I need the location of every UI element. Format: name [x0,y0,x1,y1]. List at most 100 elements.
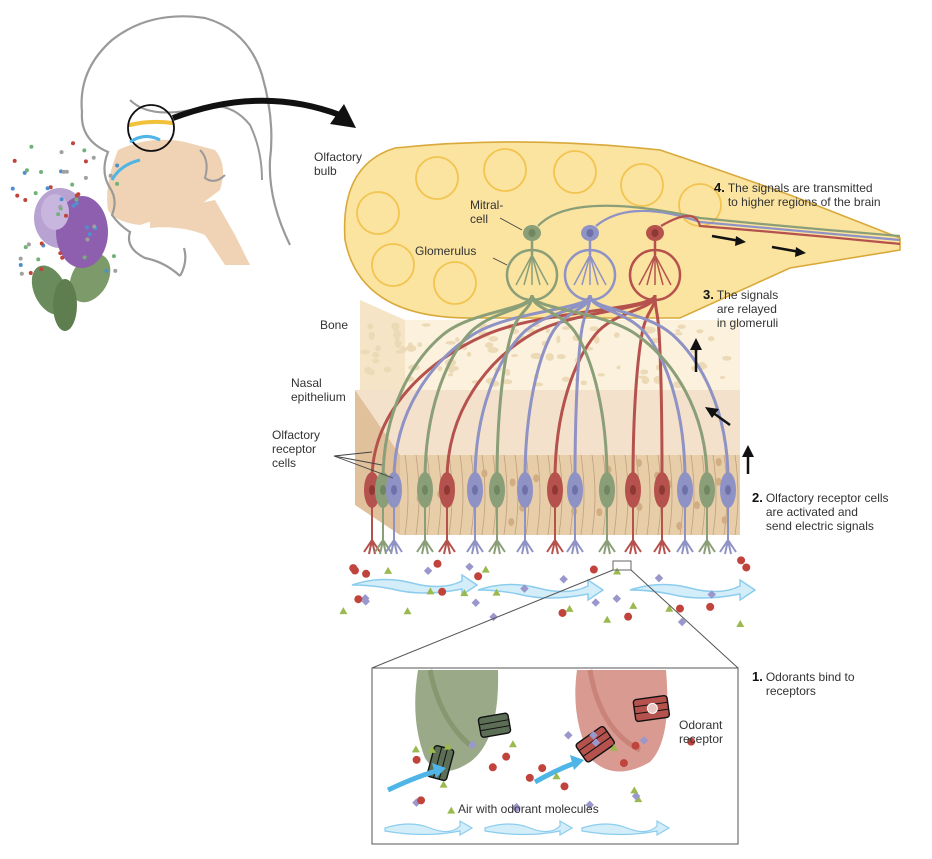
scent-particle [85,237,90,242]
bone-spot [504,368,511,376]
inset-odorant-red [687,737,696,746]
receptor-cilia [516,505,534,555]
odorant-purple [465,562,474,572]
inset-odorant-red [538,764,547,773]
signal-arrows [690,234,806,474]
bone-spot [580,380,587,386]
mitral-cell-nucleus [651,229,659,237]
inset-odorant-green [552,772,561,780]
dendrite [523,254,533,286]
receptor-cilia [653,505,671,555]
receptor-cell-nucleus [604,485,610,495]
step-3-number: 3. [703,287,714,302]
step-4-number: 4. [714,180,725,195]
receptor-cilia [385,505,403,555]
scent-particle [91,155,96,160]
bone-spot [545,353,554,361]
step-2-text: Olfactory receptor cells are activated a… [765,491,889,533]
scent-particle [39,267,44,272]
bone-spot [408,342,413,347]
receptor-cilia [488,505,506,555]
bone-spot [449,365,459,371]
support-cell-nucleus [635,458,642,467]
dendrite [638,254,656,286]
support-cell-nucleus [636,503,643,512]
scent-particle [18,256,23,261]
receptor-cell-nucleus [725,485,731,495]
mitral-cell-nucleus [528,229,536,237]
scent-particle [113,268,118,273]
axon [588,294,730,481]
bone-spot [545,327,550,334]
glomerulus-background-circle [483,148,527,192]
odorant-molecules [339,556,751,627]
axon [553,294,657,481]
step-4-text: The signals are transmitted to higher re… [727,181,881,209]
inset-odorant-purple [564,731,573,740]
odorant-purple [612,594,622,603]
scent-particle [26,242,31,247]
scent-particles [10,141,120,276]
receptor-cell-nucleus [444,485,450,495]
odorant-purple [361,597,370,606]
bone-spot [641,376,650,385]
dendrite [589,254,607,286]
air-flow-arrow [629,578,757,602]
bone-spot [395,350,403,354]
arrow-right-1 [711,234,741,243]
odorant-green [492,588,501,596]
scent-particle [23,197,28,202]
scent-particle [39,169,44,174]
glomerulus-background-circle [415,156,459,200]
odorant-purple [559,574,568,584]
olfactory-bulb [343,141,901,319]
receptor-cilia [566,505,584,555]
receptor-cell-nucleus [659,485,665,495]
odorant-red [349,564,358,573]
scent-particle [63,213,68,218]
support-cell-fiber [503,454,508,536]
odorant-green [665,604,674,612]
axon [530,294,709,481]
mitral-axon [537,204,901,238]
label-air-with-odorant: Air with odorant molecules [458,802,599,816]
bone-spot [707,336,715,342]
receptor-cell-nucleus [472,485,478,495]
odorant-red [362,569,371,578]
bone-spot [614,332,620,338]
inset-odorant-green [428,745,437,753]
axon [445,294,657,481]
dendrite [531,254,541,286]
label-mitral-cell: Mitral- cell [470,198,504,226]
mitral-cell-nucleus [586,229,594,237]
support-cell-fiber [404,454,409,536]
inset-odorant-green [411,745,420,753]
receptor-cell-nucleus [380,485,386,495]
receptor-cell-nucleus [572,485,578,495]
odorant-purple [471,598,481,608]
bone-spot [640,369,649,375]
receptor-cilia [698,505,716,555]
receptor-cilia [598,505,616,555]
olfactory-bulb-mini [128,119,174,127]
bone-spot [511,354,518,358]
support-cell-fiber [536,454,541,536]
bone-spot [722,355,732,361]
scent-particle [104,268,109,273]
label-bone: Bone [320,318,349,332]
scent-particle [70,182,75,187]
axon [392,294,592,481]
scent-particle [74,197,79,202]
glomerulus-background-circle [371,243,415,287]
inset-odorant-green [630,786,639,794]
inset-odorant-purple [591,738,601,747]
bone-spot [393,329,401,338]
scent-particle [18,263,23,268]
inset-odorant-red [502,752,511,761]
support-cell-nucleus [721,516,728,525]
axon [530,294,609,481]
inset-odorant-purple [589,730,598,740]
odorant-purple [707,590,716,599]
scent-particle [64,169,69,174]
